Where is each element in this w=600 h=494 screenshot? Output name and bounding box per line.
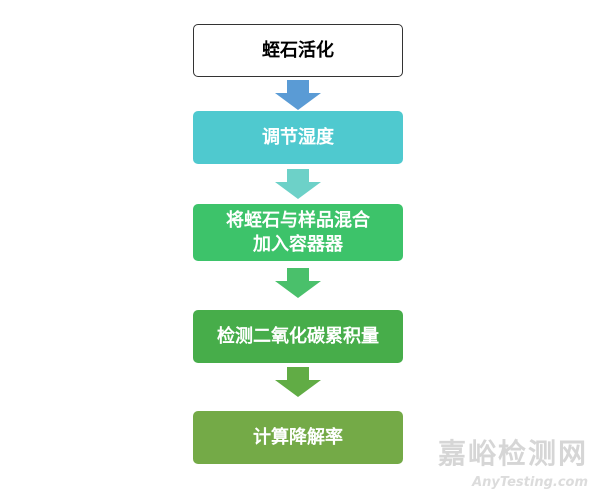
step-adjust-humidity: 调节湿度	[193, 111, 403, 164]
step-label: 将蛭石与样品混合 加入容器器	[226, 209, 370, 255]
watermark-cn: 嘉峪检测网	[437, 437, 588, 470]
flow-arrow-3	[275, 268, 321, 298]
step-mix-sample: 将蛭石与样品混合 加入容器器	[193, 204, 403, 261]
down-arrow-icon	[275, 80, 321, 110]
step-label: 蛭石活化	[262, 39, 334, 61]
step-vermiculite-activation: 蛭石活化	[193, 24, 403, 77]
watermark-en: AnyTesting.com	[472, 475, 588, 490]
down-arrow-icon	[275, 169, 321, 199]
step-calc-degradation: 计算降解率	[193, 411, 403, 464]
step-label: 调节湿度	[262, 126, 334, 148]
step-label: 计算降解率	[253, 426, 343, 448]
step-detect-co2: 检测二氧化碳累积量	[193, 310, 403, 363]
flow-arrow-2	[275, 169, 321, 199]
flow-arrow-1	[275, 80, 321, 110]
down-arrow-icon	[275, 367, 321, 397]
step-label: 检测二氧化碳累积量	[217, 325, 379, 347]
down-arrow-icon	[275, 268, 321, 298]
flow-arrow-4	[275, 367, 321, 397]
